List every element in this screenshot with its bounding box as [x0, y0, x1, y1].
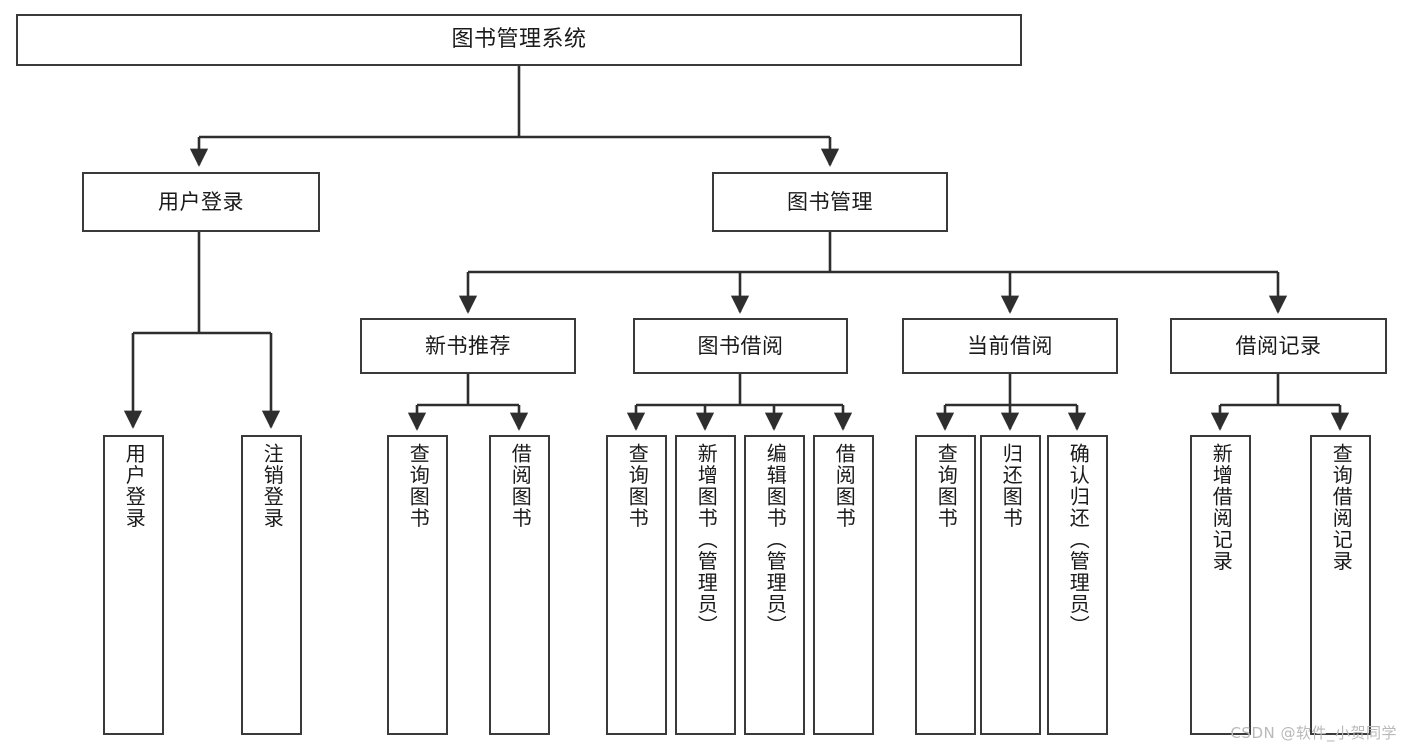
- node-label: 用户登录: [122, 443, 147, 529]
- leaf-query-book-current[interactable]: 查询图书: [915, 435, 976, 735]
- leaf-borrow-book[interactable]: 借阅图书: [813, 435, 874, 735]
- node-book-management[interactable]: 图书管理: [712, 172, 948, 232]
- node-label: 编辑图书（管理员）: [763, 443, 788, 637]
- leaf-query-book-recommend[interactable]: 查询图书: [387, 435, 448, 735]
- node-label: 查询借阅记录: [1329, 443, 1354, 572]
- node-label: 查询图书: [406, 443, 431, 529]
- node-label: 查询图书: [934, 443, 959, 529]
- node-label: 借阅图书: [508, 443, 533, 529]
- node-label: 新增图书（管理员）: [694, 443, 719, 637]
- node-label: 借阅图书: [832, 443, 857, 529]
- leaf-query-borrow-record[interactable]: 查询借阅记录: [1310, 435, 1371, 735]
- csdn-watermark: CSDN @软件_小贺同学: [1230, 724, 1397, 742]
- node-label: 查询图书: [625, 443, 650, 529]
- leaf-borrow-book-recommend[interactable]: 借阅图书: [489, 435, 550, 735]
- leaf-logout-login[interactable]: 注销登录: [241, 435, 302, 735]
- leaf-user-login[interactable]: 用户登录: [103, 435, 164, 735]
- node-label: 新增借阅记录: [1209, 443, 1234, 572]
- node-label: 当前借阅: [967, 333, 1053, 358]
- node-label: 新书推荐: [425, 333, 511, 358]
- leaf-query-book-borrow[interactable]: 查询图书: [606, 435, 667, 735]
- node-new-book-recommend[interactable]: 新书推荐: [360, 318, 576, 374]
- leaf-confirm-return-admin[interactable]: 确认归还（管理员）: [1047, 435, 1108, 735]
- node-label: 归还图书: [999, 443, 1024, 529]
- leaf-add-borrow-record[interactable]: 新增借阅记录: [1190, 435, 1251, 735]
- node-label: 图书借阅: [697, 333, 784, 358]
- node-label: 借阅记录: [1235, 333, 1322, 358]
- node-book-borrow[interactable]: 图书借阅: [633, 318, 848, 374]
- leaf-add-book-admin[interactable]: 新增图书（管理员）: [675, 435, 736, 735]
- node-current-borrow[interactable]: 当前借阅: [902, 318, 1118, 374]
- node-label: 图书管理系统: [451, 27, 587, 53]
- node-label: 图书管理: [787, 189, 873, 214]
- node-label: 注销登录: [260, 443, 285, 529]
- node-user-login[interactable]: 用户登录: [82, 172, 320, 232]
- node-label: 用户登录: [158, 189, 244, 214]
- node-borrow-record[interactable]: 借阅记录: [1170, 318, 1387, 374]
- node-label: 确认归还（管理员）: [1066, 443, 1091, 637]
- leaf-return-book[interactable]: 归还图书: [980, 435, 1041, 735]
- node-root-system[interactable]: 图书管理系统: [16, 14, 1022, 66]
- leaf-edit-book-admin[interactable]: 编辑图书（管理员）: [744, 435, 805, 735]
